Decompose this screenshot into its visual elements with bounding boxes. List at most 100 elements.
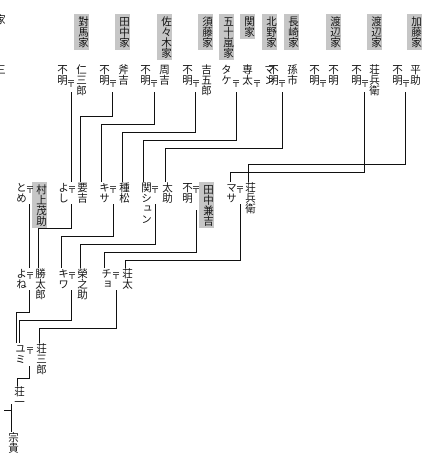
descent-line (101, 124, 155, 125)
marriage-symbol: 〒 (231, 80, 241, 90)
person-fumei: 不明 (308, 64, 320, 85)
descent-line (61, 236, 114, 237)
descent-line (29, 204, 30, 268)
descent-line (155, 204, 156, 244)
person-fumei: 不明 (56, 64, 68, 85)
descent-line (282, 92, 283, 148)
person-fumei: 不明 (181, 64, 193, 85)
person-senta: 専太 (241, 64, 253, 85)
person-kisa: キサ (98, 182, 110, 203)
descent-line (113, 204, 114, 236)
person-sota: 荘太 (121, 268, 133, 289)
family-label-sasaki: 佐々木家 (157, 14, 172, 60)
descent-line (80, 244, 81, 268)
descent-line (39, 328, 40, 343)
descent-line (125, 260, 126, 268)
descent-line (165, 148, 166, 182)
marriage-symbol: 〒 (318, 80, 328, 90)
descent-line (80, 116, 113, 117)
family-label-kato: 加藤家 (407, 14, 422, 50)
descent-line (80, 244, 156, 245)
left-edge-fragment: 三 (0, 64, 5, 75)
marriage-symbol: 〒 (252, 80, 262, 90)
family-label-seki: 関家 (240, 14, 255, 39)
marriage-symbol: 〒 (108, 80, 118, 90)
descent-line (236, 92, 237, 140)
descent-line (405, 92, 406, 164)
marriage-symbol: 〒 (360, 80, 370, 90)
descent-line (80, 116, 81, 182)
person-shun: 関シュン (140, 182, 152, 224)
person-fumei: 不明 (350, 64, 362, 85)
marriage-symbol: 〒 (108, 186, 118, 196)
person-tasuke: 太助 (161, 182, 173, 203)
person-fukichi: 斧吉 (117, 64, 129, 85)
marriage-symbol: 〒 (25, 186, 35, 196)
descent-line (61, 236, 62, 268)
marriage-symbol: 〒 (66, 80, 76, 90)
family-label-murakami-mosuke: 村上茂助 (32, 182, 47, 228)
person-shohei: 荘兵衛 (244, 182, 256, 214)
person-kichigoro: 吉五郎 (200, 64, 212, 96)
person-fumei: 不明 (267, 64, 279, 85)
descent-line (125, 260, 241, 261)
descent-line (19, 320, 20, 343)
marriage-symbol: 〒 (277, 80, 287, 90)
person-shozaburo: 荘三郎 (35, 343, 47, 375)
descent-line (248, 164, 406, 165)
person-soichi: 荘一 (13, 386, 25, 407)
marriage-symbol: 〒 (401, 80, 411, 90)
descent-line (364, 92, 365, 172)
descent-line (143, 140, 237, 141)
descent-line (39, 328, 117, 329)
person-munetaka: 宗貴 (7, 432, 19, 453)
descent-line (71, 204, 72, 228)
person-fumei: 不明 (391, 64, 403, 85)
marriage-symbol: 〒 (191, 80, 201, 90)
descent-line (16, 312, 30, 313)
person-take: タケ (220, 64, 232, 85)
descent-line (165, 148, 283, 149)
person-tanematsu: 種松 (118, 182, 130, 203)
descent-line (11, 404, 12, 432)
descent-line (19, 320, 72, 321)
person-shohei: 荘兵衛 (368, 64, 380, 96)
person-kiwa: キワ (57, 268, 69, 289)
descent-line (104, 252, 105, 268)
descent-line (230, 172, 231, 182)
left-edge-fragment: 家 (0, 14, 5, 25)
person-magoichi: 孫市 (286, 64, 298, 85)
descent-line (29, 290, 30, 312)
descent-line (230, 172, 365, 173)
descent-line (17, 378, 18, 386)
descent-line (101, 124, 102, 182)
family-label-watanabe-2: 渡辺家 (326, 14, 341, 50)
descent-line (16, 312, 17, 343)
descent-line (240, 204, 241, 260)
person-fumei: 不明 (98, 64, 110, 85)
descent-line (122, 132, 196, 133)
family-label-tanaka-kenkichi: 田中兼吉 (199, 182, 214, 228)
family-label-tanaka: 田中家 (115, 14, 130, 50)
descent-line (196, 210, 197, 252)
descent-line (17, 378, 30, 379)
person-yokichi: 要吉 (76, 182, 88, 203)
person-masa: マサ (225, 182, 237, 203)
descent-line (71, 290, 72, 320)
descent-line (248, 164, 249, 182)
family-label-nagasaki: 長崎家 (284, 14, 299, 50)
person-yumi: ユミ (14, 343, 26, 364)
person-yone: よね (15, 268, 27, 289)
person-katsutaro: 勝太郎 (34, 268, 46, 300)
marriage-symbol: 〒 (67, 186, 77, 196)
person-yoshi: よし (57, 182, 69, 203)
family-label-watanabe-1: 渡辺家 (367, 14, 382, 50)
descent-line (4, 410, 12, 411)
descent-line (143, 140, 144, 182)
person-fumei: 不明 (139, 64, 151, 85)
person-nisaburo: 仁三郎 (75, 64, 87, 96)
person-fumei: 不明 (181, 182, 193, 203)
descent-line (122, 132, 123, 182)
marriage-symbol: 〒 (111, 272, 121, 282)
